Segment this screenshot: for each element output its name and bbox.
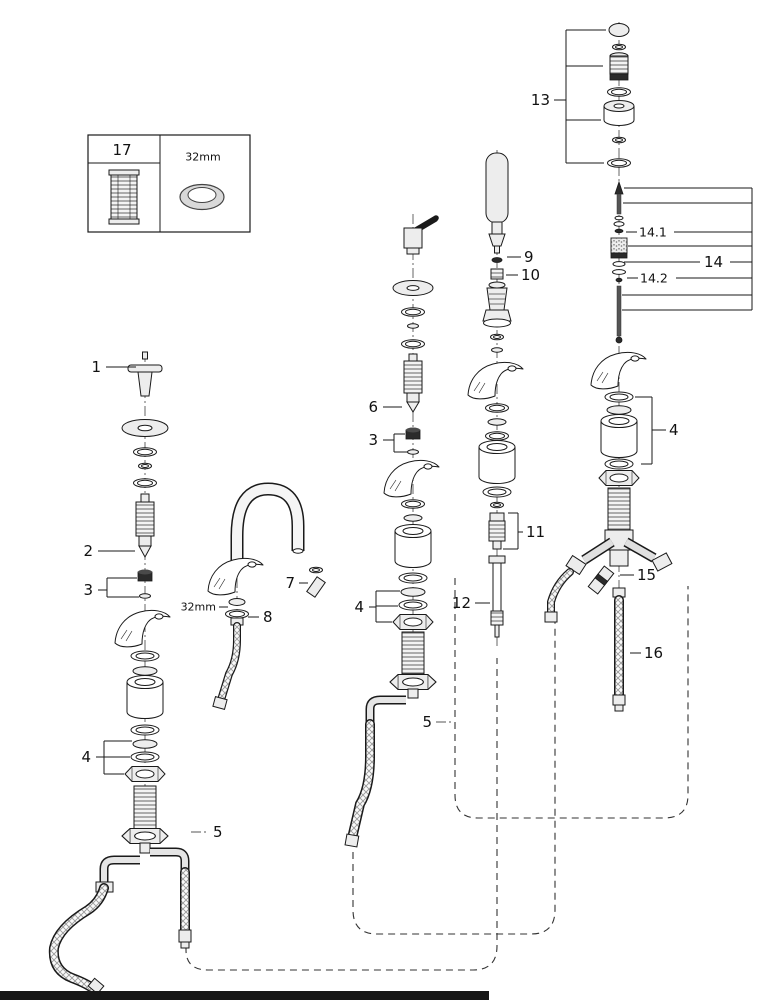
- washer-part-9: [491, 257, 503, 263]
- hose-connection-assembly: [544, 23, 673, 712]
- callout-14-1: 14.1: [639, 225, 667, 240]
- diverter-knob: [403, 215, 439, 255]
- callout-14: 14: [704, 253, 723, 271]
- cap-group-part-13: [603, 23, 635, 168]
- handle-cap-rosette: [121, 419, 169, 437]
- callout-6: 6: [368, 398, 378, 416]
- inset-box-part-17: [87, 134, 251, 233]
- right-arm-fitting: [651, 552, 673, 572]
- shower-cone-escutcheon: [482, 281, 512, 328]
- callout-4-mid: 4: [354, 598, 364, 616]
- callout-4-left: 4: [81, 748, 91, 766]
- lever-handle: [127, 364, 163, 397]
- callout-7: 7: [285, 574, 295, 592]
- threaded-shank-right: [607, 487, 631, 531]
- callout-14-2: 14.2: [640, 271, 668, 286]
- valve-part-15: [587, 565, 615, 595]
- seal-stack-part-4: [124, 739, 166, 782]
- threaded-shank-mid: [389, 631, 437, 699]
- mousseur-part: [108, 169, 140, 225]
- insert-part-10: [490, 268, 504, 280]
- handle-valve-assembly: [48, 351, 192, 995]
- hand-shower: [485, 152, 509, 254]
- handle-screw: [142, 351, 148, 360]
- aerator-part-8: [225, 598, 249, 619]
- callout-1: 1: [91, 358, 101, 376]
- callout-13: 13: [531, 91, 550, 109]
- seal-ring-32mm: [179, 183, 225, 211]
- nut-and-washer-part-3-mid: [405, 427, 421, 455]
- cartridge-part-6: [403, 353, 423, 413]
- callout-12: 12: [452, 594, 471, 612]
- inset-part-17-label: 17: [112, 141, 131, 159]
- hose-routing-dashed-lines: [185, 578, 689, 971]
- callout-4-right: 4: [669, 421, 679, 439]
- pull-rod-group-part-14: [610, 180, 628, 344]
- threaded-shank: [121, 785, 169, 854]
- supply-elbows-part-5: [95, 847, 190, 893]
- spout-assembly: [207, 482, 326, 710]
- clip-part-7: [306, 566, 326, 598]
- inset-32mm-label: 32mm: [185, 151, 220, 164]
- braided-hose-left: [48, 883, 109, 995]
- left-arm-hose: [544, 554, 587, 623]
- callout-14-bracket: 14.1 14 14.2: [622, 187, 753, 311]
- spout-hose: [212, 617, 244, 710]
- callout-16: 16: [644, 644, 663, 662]
- callout-5-left: 5: [213, 823, 223, 841]
- elbow-and-hose-part-5-mid: [344, 695, 406, 848]
- callout-3-left: 3: [83, 581, 93, 599]
- hose-part-16: [612, 587, 626, 712]
- callout-5-mid: 5: [422, 713, 432, 731]
- callout-labels: 1 2 3 4 5 32mm 8 7 6 3 4 5 9 10 11 12 13: [81, 29, 753, 841]
- callout-11: 11: [526, 523, 545, 541]
- callout-10: 10: [521, 266, 540, 284]
- callout-32mm-spout: 32mm: [181, 601, 216, 614]
- nut-and-washer-part-3: [137, 569, 153, 599]
- check-valve-part-11: [488, 512, 506, 550]
- callout-2: 2: [83, 542, 93, 560]
- callout-15: 15: [637, 566, 656, 584]
- callout-9: 9: [524, 248, 534, 266]
- handshower-assembly: [467, 152, 524, 638]
- tee-body: [581, 529, 657, 567]
- seal-stack-part-4-right: [598, 391, 640, 486]
- bottom-crop-bar: [0, 991, 489, 1000]
- callout-3-mid: 3: [368, 431, 378, 449]
- diverter-valve-assembly: [344, 215, 440, 848]
- connector-shaft-part-12: [488, 555, 506, 638]
- seal-stack-part-4-mid: [392, 587, 434, 630]
- cartridge-part-2: [135, 493, 155, 559]
- braided-hose-right: [178, 867, 192, 949]
- spout-tube: [230, 482, 305, 566]
- dome-escutcheon: [392, 280, 434, 296]
- callout-8: 8: [263, 608, 273, 626]
